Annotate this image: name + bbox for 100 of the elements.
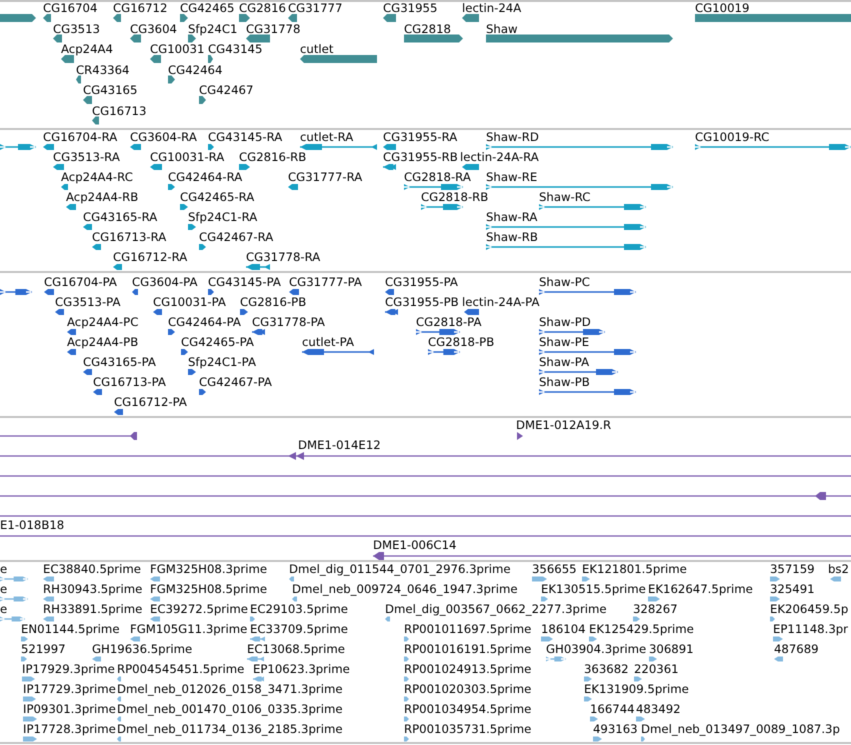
- feature-label: EK131909.5prime: [584, 682, 689, 696]
- feature-label: Shaw-RD: [486, 130, 539, 144]
- feature-label: CG3513-PA: [55, 295, 120, 309]
- feature-label: CG2818-RA: [404, 170, 471, 184]
- feature-label: Shaw-PD: [539, 315, 591, 329]
- feature-label: CG2818-RB: [421, 190, 488, 204]
- feature-label: Shaw-RB: [486, 230, 538, 244]
- feature-label: RP001016191.5prime: [404, 642, 532, 656]
- feature-label: CG43165-RA: [83, 210, 158, 224]
- feature-label: CG43165-PA: [83, 355, 156, 369]
- feature-label: Shaw-RE: [486, 170, 538, 184]
- feature-label: EK130515.5prime: [541, 582, 646, 596]
- feature-label: CG42467: [199, 83, 254, 97]
- feature-label: CG42467-PA: [199, 375, 272, 389]
- feature-label: FGM325H08.3prime: [150, 562, 268, 576]
- feature-label: CG43145: [208, 42, 262, 56]
- feature-label: IP17729.3prime: [23, 682, 116, 696]
- feature-label: RP001024913.5prime: [404, 662, 532, 676]
- feature-label: 328267: [633, 602, 678, 616]
- feature-label: EC33709.5prime: [250, 622, 348, 636]
- feature-label: CG3604: [130, 22, 177, 36]
- feature-label: Dmel_dig_011544_0701_2976.3prime: [289, 562, 511, 576]
- feature-label: GH03904.3prime: [546, 642, 646, 656]
- feature-label: Shaw-RC: [539, 190, 590, 204]
- feature-label: GH19636.5prime: [92, 642, 192, 656]
- feature-label: CG2816-RB: [239, 150, 306, 164]
- feature-label: e: [0, 582, 8, 596]
- feature-label: RH33891.5prime: [43, 602, 142, 616]
- feature-label: 483492: [636, 702, 681, 716]
- feature-label: Shaw-PE: [539, 335, 590, 349]
- feature-label: CG42465: [180, 1, 234, 15]
- feature-label: cutlet: [300, 42, 334, 56]
- feature-label: CG43145-RA: [208, 130, 282, 144]
- feature-label: CG2818-PB: [428, 335, 494, 349]
- feature-label: CG31777-RA: [288, 170, 362, 184]
- feature-label: EK206459.5p: [770, 602, 848, 616]
- feature-label: CG31955-PB: [385, 295, 459, 309]
- feature-label: CG16713-RA: [92, 230, 166, 244]
- feature-label: CG43145-PA: [208, 275, 281, 289]
- feature-label: 166744: [590, 702, 635, 716]
- feature-label: CG16704: [43, 1, 98, 15]
- feature-label: CG16704-RA: [43, 130, 118, 144]
- feature-label: RH30943.5prime: [43, 582, 142, 596]
- feature-label: RP001020303.5prime: [404, 682, 532, 696]
- feature-label: EK121801.5prime: [582, 562, 687, 576]
- feature-label: CG31778: [246, 22, 300, 36]
- feature-label: Dmel_neb_001470_0106_0335.3prime: [117, 702, 343, 716]
- feature-label: CR43364: [76, 62, 130, 76]
- feature-label: CG42465-RA: [180, 190, 254, 204]
- feature-label: Dmel_dig_003567_0662_2277.3prime: [385, 602, 607, 616]
- feature-label: CG43165: [83, 83, 138, 97]
- feature-label: DME1-012A19.R: [516, 418, 612, 432]
- feature-label: lectin-24A: [462, 1, 522, 15]
- feature-label: EC39272.5prime: [150, 602, 248, 616]
- feature-label: RP001011697.5prime: [404, 622, 532, 636]
- feature-label: 325491: [770, 582, 815, 596]
- feature-label: Acp24A4-PB: [67, 335, 138, 349]
- feature-label: CG16713: [92, 104, 146, 118]
- feature-label: EP10623.3prime: [253, 662, 350, 676]
- feature-label: RP001034954.5prime: [404, 702, 532, 716]
- feature-label: EK162647.5prime: [648, 582, 753, 596]
- feature-label: Acp24A4-PC: [67, 315, 138, 329]
- feature-label: Dmel_neb_009724_0646_1947.3prime: [292, 582, 518, 596]
- feature-label: Dmel_neb_011734_0136_2185.3prime: [117, 722, 343, 736]
- feature-label: CG31777-PA: [289, 275, 362, 289]
- feature-label: CG2816-PB: [240, 295, 306, 309]
- feature-label: bs2: [828, 562, 849, 576]
- feature-label: CG2818-PA: [416, 315, 482, 329]
- feature-label: 363682: [584, 662, 629, 676]
- feature-label: CG10031-RA: [150, 150, 224, 164]
- feature-label: CG10031: [150, 42, 204, 56]
- feature-label: CG31955: [383, 1, 438, 15]
- feature-label: DME1-014E12: [298, 438, 381, 452]
- feature-label: CG3513-RA: [53, 150, 120, 164]
- feature-label: CG42464-RA: [168, 170, 242, 184]
- feature-label: Sfp24C1: [188, 22, 238, 36]
- feature-label: cutlet-PA: [302, 335, 354, 349]
- feature-label: 487689: [774, 642, 819, 656]
- feature-label: Shaw: [486, 22, 518, 36]
- feature-label: Dmel_neb_013497_0089_1087.3p: [641, 722, 840, 736]
- feature-label: CG42464: [168, 62, 222, 76]
- feature-label: CG10031-PA: [153, 295, 226, 309]
- feature-label: CG16712: [113, 1, 168, 15]
- feature-label: RP001035731.5prime: [404, 722, 532, 736]
- feature-label: CG31778-RA: [246, 250, 320, 264]
- feature-label: IP17929.3prime: [22, 662, 115, 676]
- feature-label: FGM105G11.3prime: [130, 622, 248, 636]
- feature-label: CG42467-RA: [199, 230, 274, 244]
- feature-label: Sfp24C1-PA: [188, 355, 256, 369]
- feature-label: CG10019-RC: [695, 130, 770, 144]
- feature-label: Shaw-PA: [539, 355, 590, 369]
- feature-label: EK125429.5prime: [589, 622, 694, 636]
- feature-label: cutlet-RA: [300, 130, 354, 144]
- feature-label: CG31778-PA: [252, 315, 325, 329]
- feature-label: E1-018B18: [0, 518, 64, 532]
- feature-label: 493163: [593, 722, 638, 736]
- feature-label: EC29103.5prime: [250, 602, 348, 616]
- feature-label: CG16712-RA: [113, 250, 188, 264]
- feature-label: CG31955-RB: [383, 150, 458, 164]
- feature-label: EC38840.5prime: [43, 562, 141, 576]
